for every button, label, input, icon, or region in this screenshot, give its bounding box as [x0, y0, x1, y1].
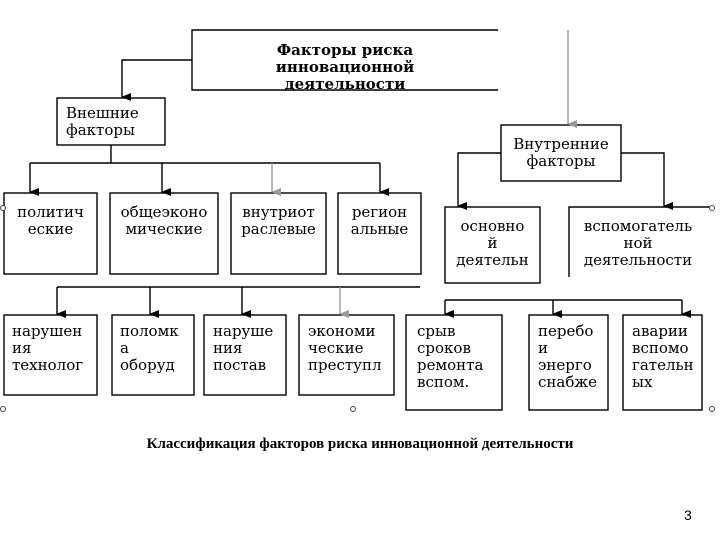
- handle-dot: [350, 406, 356, 412]
- figure-caption: Классификация факторов риска инновационн…: [146, 436, 574, 452]
- leaf-box-5: [405, 314, 503, 411]
- leaf-box-6: [528, 314, 609, 411]
- handle-dot: [0, 205, 6, 211]
- int-item-auxiliary: вспомогатель ной деятельности: [583, 217, 693, 269]
- handle-dot: [709, 406, 715, 412]
- external-factors-label: Внешние факторы: [66, 104, 139, 139]
- internal-factors-label: Внутренние факторы: [513, 135, 609, 170]
- ext-item-industry: внутриот раслевые: [241, 203, 316, 238]
- leaf-item-1: нарушен ия технолог: [12, 322, 84, 374]
- int-item-main: основно й деятельн: [456, 217, 529, 269]
- leaf-item-5: срыв сроков ремонта вспом.: [417, 322, 484, 391]
- ext-item-economic: общеэконо мические: [120, 203, 208, 238]
- title-to-external: [121, 59, 192, 101]
- leaf-item-4: экономи ческие преступл: [308, 322, 382, 374]
- ext-box-1: [3, 192, 98, 275]
- leaf-item-6: перебо и энерго снабже: [538, 322, 598, 391]
- leaf-item-7: аварии вспомо гательн ых: [632, 322, 694, 391]
- leaf-item-2: поломк а оборуд: [120, 322, 179, 374]
- handle-dot: [709, 205, 715, 211]
- internal-right: [621, 152, 673, 210]
- leaf-box-7: [622, 314, 703, 411]
- int-box-1: [444, 206, 541, 284]
- leaf-box-1: [3, 314, 98, 396]
- ext-item-political: политич еские: [17, 203, 84, 238]
- page-number: 3: [684, 507, 692, 523]
- ext-item-regional: регион альные: [350, 203, 409, 238]
- leaf-item-3: наруше ния постав: [213, 322, 274, 374]
- title-label: Факторы риска инновационной деятельности: [275, 41, 415, 93]
- handle-dot: [0, 406, 6, 412]
- internal-left: [457, 152, 501, 210]
